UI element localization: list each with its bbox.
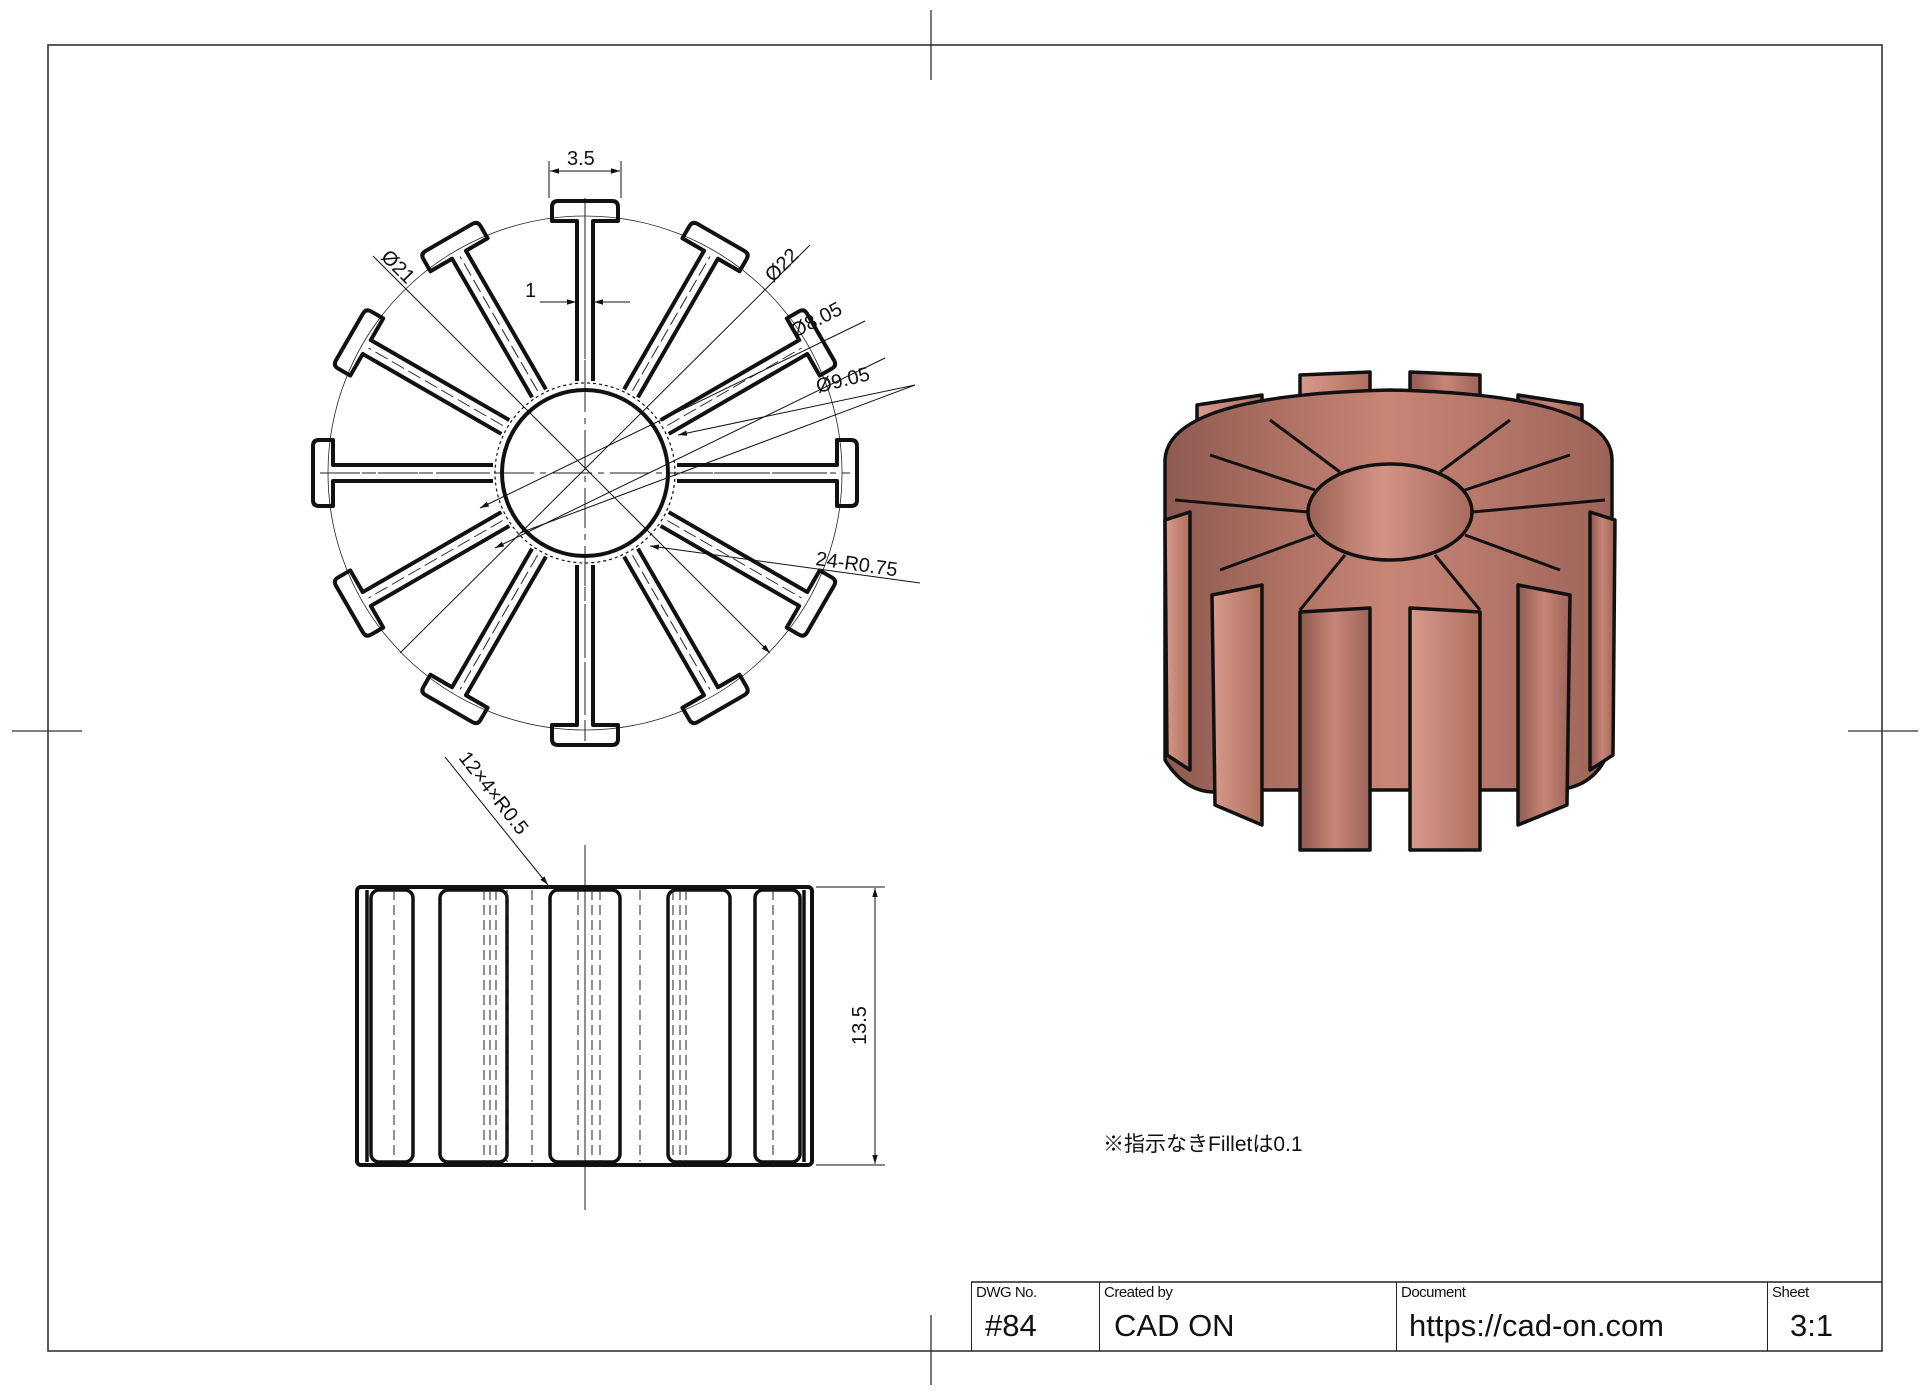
isometric-view bbox=[1163, 370, 1617, 852]
dim-fin-tip-width: 3.5 bbox=[567, 148, 595, 170]
dim-d21: Ø21 bbox=[376, 246, 418, 288]
dim-fin-thickness: 1 bbox=[525, 280, 536, 302]
dim-edge-fillet: 12×4×R0.5 bbox=[454, 748, 532, 840]
created-by-value: CAD ON bbox=[1114, 1308, 1235, 1343]
front-view: 3.5 1 Ø21 Ø22 Ø8.05 Ø9.05 24-R0.75 bbox=[311, 148, 921, 747]
title-cell-created-by: Created by CAD ON bbox=[1099, 1282, 1396, 1351]
sheet-label: Sheet bbox=[1772, 1284, 1809, 1301]
dim-d805: Ø8.05 bbox=[787, 298, 846, 342]
dim-d905: Ø9.05 bbox=[814, 363, 872, 398]
title-cell-document: Document https://cad-on.com bbox=[1396, 1282, 1767, 1351]
document-label: Document bbox=[1401, 1284, 1466, 1301]
dwg-no-label: DWG No. bbox=[976, 1284, 1037, 1301]
title-cell-sheet: Sheet 3:1 bbox=[1767, 1282, 1882, 1351]
side-view: 13.5 12×4×R0.5 bbox=[355, 748, 885, 1210]
created-by-label: Created by bbox=[1104, 1284, 1173, 1301]
sheet-value: 3:1 bbox=[1790, 1308, 1834, 1343]
document-value: https://cad-on.com bbox=[1409, 1308, 1665, 1343]
dwg-no-value: #84 bbox=[985, 1308, 1037, 1343]
dim-d22: Ø22 bbox=[761, 244, 803, 286]
fin-profile bbox=[550, 199, 620, 381]
fillet-note: ※指示なきFilletは0.1 bbox=[1103, 1133, 1303, 1156]
dim-height: 13.5 bbox=[849, 1006, 871, 1045]
sheet-border bbox=[12, 10, 1918, 1385]
title-cell-dwg-no: DWG No. #84 bbox=[971, 1282, 1099, 1351]
